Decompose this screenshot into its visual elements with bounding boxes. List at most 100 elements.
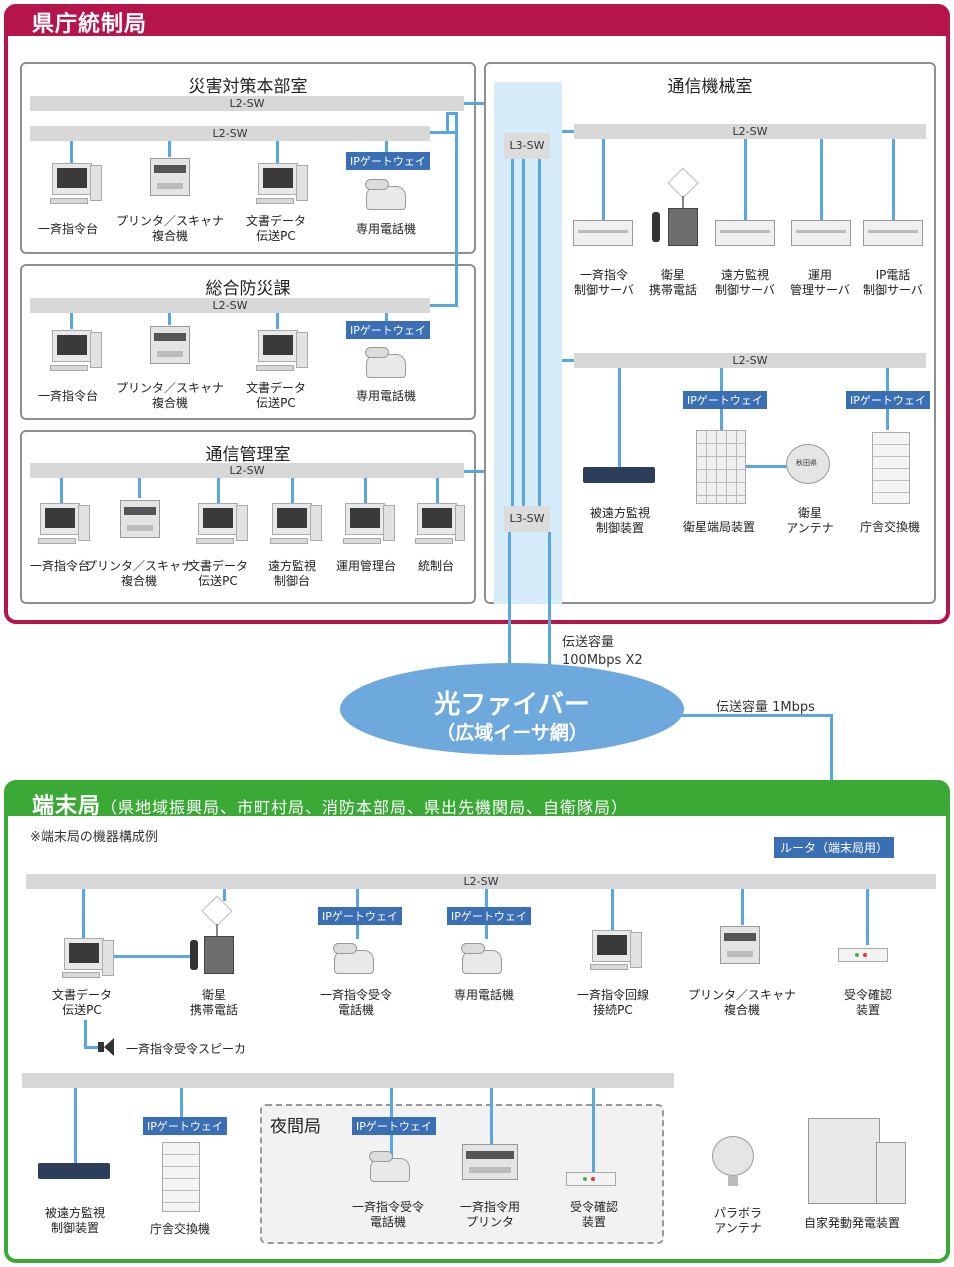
telephone-icon [365,347,406,378]
server-icon [715,220,775,246]
pc-tower-icon [296,332,308,368]
device-label: パラボラ アンテナ [713,1206,763,1235]
l2-switch: L2-SW [574,124,926,139]
night-station-title: 夜間局 [270,1117,321,1137]
satellite-terminal-icon [696,430,746,504]
capacity-label: 伝送容量 1Mbps [716,700,815,715]
printer-icon [720,926,760,964]
keyboard-icon [256,198,294,204]
server-icon [573,220,633,246]
fiber-network-cloud [340,663,684,755]
device-label: 遠方監視 制御台 [267,559,317,588]
device-label: 庁舎交換機 [859,520,921,534]
pc-icon [258,330,298,362]
device-label: 一斉指令台 [37,222,99,236]
pc-icon [417,503,457,535]
keyboard-icon [343,538,381,544]
l2-switch: L2-SW [574,353,926,368]
room-title: 災害対策本部室 [188,77,308,97]
pc-tower-icon [90,332,102,368]
keyboard-icon [62,972,100,978]
room-title: 通信機械室 [667,77,753,97]
telephone-icon [369,1151,410,1182]
device-label: 運用管理台 [335,559,397,573]
pc-icon [52,163,92,195]
pc-tower-icon [630,932,642,968]
device-label: 一斉指令台 [37,389,99,403]
l2-switch: L2-SW [26,874,936,889]
pc-icon [592,930,632,962]
ip-gateway-badge: IPゲートウェイ [346,321,430,339]
device-label: 統制台 [417,559,455,573]
l2-switch: L2-SW [30,298,430,313]
device-label: プリンタ／スキャナ 複合機 [84,559,194,588]
room-comm-mgmt: 通信管理室 [20,430,476,604]
keyboard-icon [196,538,234,544]
printer-icon [150,158,190,196]
remote-monitor-device-icon [583,467,655,483]
device-label: IP電話 制御サーバ [863,268,923,297]
keyboard-icon [590,964,628,970]
room-title: 通信管理室 [205,445,291,465]
device-label: 衛星 アンテナ [786,506,834,535]
device-label: 文書データ 伝送PC [245,381,307,410]
device-label: 文書データ 伝送PC [187,559,249,588]
ip-gateway-badge: IPゲートウェイ [352,1117,436,1135]
receiver-confirm-icon [838,948,888,962]
device-label: 遠方監視 制御サーバ [715,268,775,297]
bottom-section-title: 端末局（県地域振興局、市町村局、消防本部局、県出先機関局、自衛隊局） [32,788,628,820]
keyboard-icon [38,538,76,544]
room-title: 総合防災課 [205,279,291,299]
handset-icon [190,940,198,970]
device-label: プリンタ／スキャナ 複合機 [115,381,225,410]
router-badge: ルータ（端末局用） [774,837,895,858]
l2-switch-secondary [22,1073,674,1088]
config-note: ※端末局の機器構成例 [30,830,158,845]
telephone-icon [461,943,502,974]
capacity-label: 伝送容量 100Mbps X2 [562,635,643,668]
device-label: 被遠方監視 制御装置 [44,1206,106,1235]
laser-printer-icon [462,1144,518,1180]
device-label: 文書データ 伝送PC [51,988,113,1017]
device-label: 衛星端局装置 [682,520,756,534]
pbx-icon [162,1142,200,1212]
terminal-station-subtitle: （県地域振興局、市町村局、消防本部局、県出先機関局、自衛隊局） [101,798,629,817]
device-label: 自家発動発電装置 [803,1216,901,1230]
telephone-icon [333,943,374,974]
device-label: 一斉指令受令 電話機 [319,988,393,1017]
speaker-label: 一斉指令受令スピーカ [126,1042,247,1056]
server-icon [863,220,923,246]
satellite-dish-icon [786,444,830,484]
ip-gateway-badge: IPゲートウェイ [143,1117,227,1135]
generator-side-icon [876,1142,906,1204]
l2-switch: L2-SW [30,96,464,111]
pc-tower-icon [78,505,90,541]
ip-gateway-badge: IPゲートウェイ [346,152,430,170]
pc-tower-icon [383,505,395,541]
device-label: 専用電話機 [453,988,515,1002]
device-label: 一斉指令台 [29,559,91,573]
device-label: 文書データ 伝送PC [245,214,307,243]
pc-icon [52,330,92,362]
parabola-antenna-icon [712,1136,754,1176]
pc-tower-icon [90,165,102,201]
l2-switch: L2-SW [30,126,430,141]
device-label: プリンタ／スキャナ 複合機 [115,214,225,243]
server-icon [791,220,851,246]
satellite-phone-icon [204,936,234,974]
pc-icon [272,503,312,535]
ip-gateway-badge: IPゲートウェイ [683,391,767,409]
satellite-phone-icon [668,208,698,246]
telephone-icon [365,179,406,210]
device-label: 一斉指令回線 接続PC [576,988,650,1017]
speaker-cone-icon [104,1038,114,1056]
terminal-station-title: 端末局 [32,794,102,819]
pc-tower-icon [310,505,322,541]
pc-tower-icon [455,505,465,541]
device-label: 専用電話機 [355,389,417,403]
fiber-title: 光ファイバー [434,690,590,720]
keyboard-icon [50,365,88,371]
pc-tower-icon [102,940,114,976]
printer-icon [150,326,190,364]
device-label: 専用電話機 [355,222,417,236]
